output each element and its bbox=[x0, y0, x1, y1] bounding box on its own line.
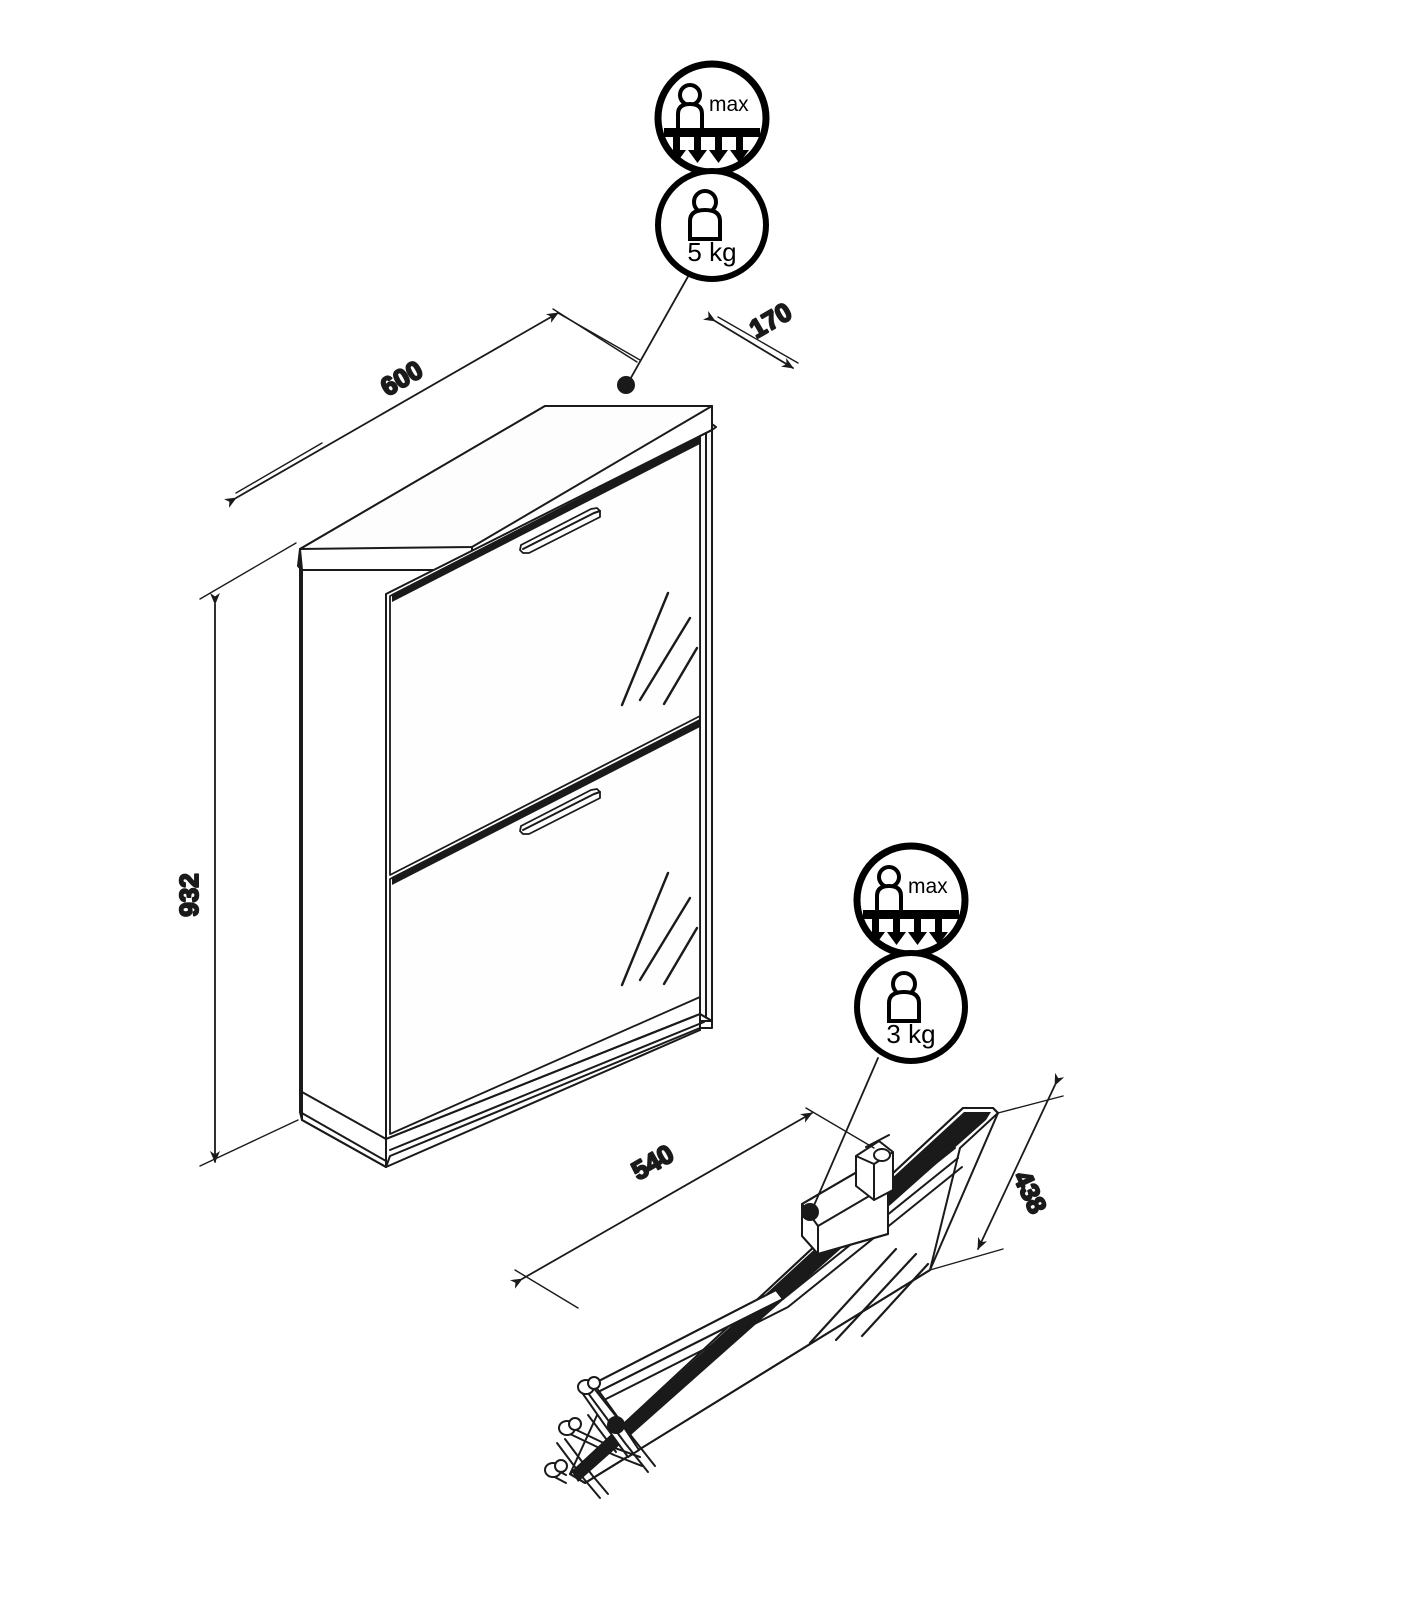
lower-flap-handle[interactable] bbox=[519, 788, 601, 835]
max-distributed-load-icon-top: max bbox=[654, 60, 770, 176]
mirror-reflection-lines-upper bbox=[620, 591, 699, 707]
dimension-932: 932 bbox=[173, 542, 299, 1167]
weight-badge-flap: 3 kg bbox=[854, 950, 968, 1064]
load-icon-group-flap: max 3 kg bbox=[853, 842, 969, 1064]
top-load-anchor-dot bbox=[617, 376, 635, 394]
max-label-flap: max bbox=[908, 875, 948, 898]
mirror-reflection-lines-flap bbox=[808, 1247, 930, 1345]
cabinet-bottom-plinth bbox=[385, 1013, 713, 1168]
upper-mirror-flap bbox=[389, 436, 701, 876]
weight-label-top: 5 kg bbox=[687, 237, 736, 267]
weight-badge-top: 5 kg bbox=[655, 168, 769, 282]
dimension-932-label: 932 bbox=[174, 873, 204, 916]
open-flap-detail bbox=[544, 1107, 999, 1499]
dimension-438-label: 438 bbox=[1007, 1166, 1053, 1218]
dimension-170: 170 bbox=[557, 295, 799, 369]
flap-scissor-linkage bbox=[544, 1376, 656, 1499]
cabinet-assembly bbox=[297, 376, 717, 1168]
weight-label-flap: 3 kg bbox=[886, 1019, 935, 1049]
dimension-540-label: 540 bbox=[626, 1138, 679, 1186]
lower-mirror-flap bbox=[389, 719, 701, 1135]
mirror-reflection-lines-lower bbox=[620, 871, 699, 987]
upper-flap-handle[interactable] bbox=[519, 507, 601, 554]
load-icon-group-top: max 5 kg bbox=[654, 60, 770, 282]
flap-hinge-block bbox=[801, 1134, 894, 1255]
leader-line-top-load bbox=[627, 272, 691, 384]
max-label-top: max bbox=[709, 93, 749, 116]
cabinet-right-side bbox=[699, 429, 713, 1022]
dimension-600-label: 600 bbox=[375, 354, 428, 402]
flap-load-anchor-dot bbox=[801, 1203, 819, 1221]
max-distributed-load-icon-flap: max bbox=[853, 842, 969, 958]
leader-line-flap-load bbox=[811, 1057, 879, 1211]
